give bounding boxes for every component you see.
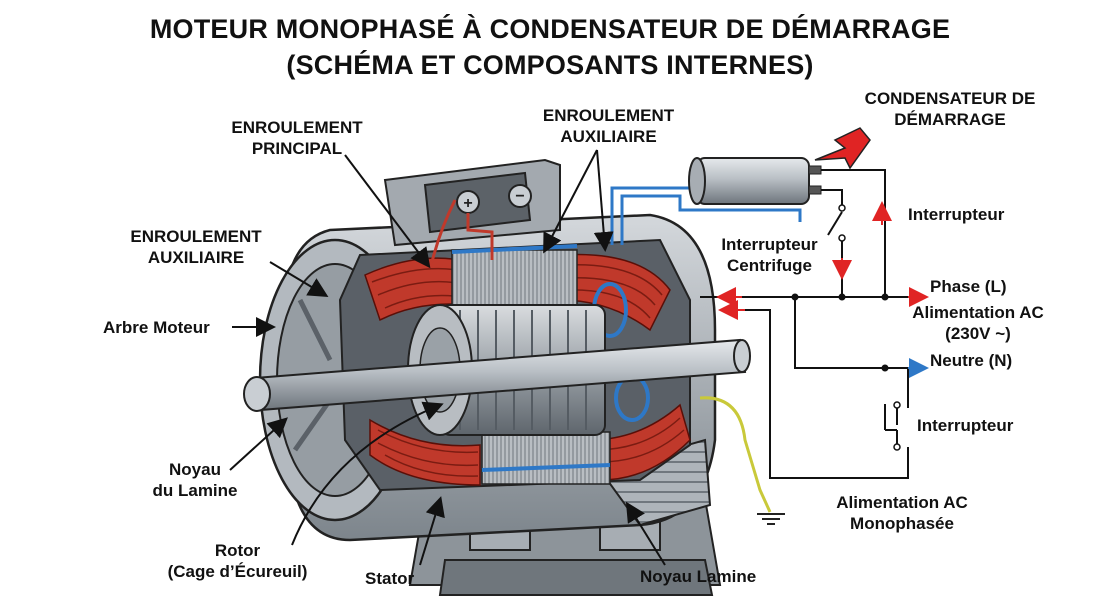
- label-interrupteur-bottom: Interrupteur: [917, 416, 1014, 435]
- leader-lines: [229, 149, 666, 566]
- label-interrupteur-top: Interrupteur: [908, 205, 1005, 224]
- label-stator: Stator: [365, 569, 415, 588]
- svg-text:−: −: [515, 188, 524, 205]
- label-enroulement-principal-l1: ENROULEMENT: [231, 118, 363, 137]
- title-line-2: (SCHÉMA ET COMPOSANTS INTERNES): [286, 50, 814, 80]
- svg-text:+: +: [463, 195, 472, 212]
- ground-wire: [699, 396, 772, 513]
- motor-shaft: [243, 338, 751, 412]
- label-enroulement-principal: ENROULEMENT PRINCIPAL: [222, 117, 372, 159]
- label-interrupteur-centrifuge: Interrupteur Centrifuge: [702, 234, 837, 276]
- ground-symbol-icon: [757, 513, 785, 525]
- label-enroulement-auxiliaire-top: ENROULEMENT AUXILIAIRE: [541, 105, 676, 147]
- label-enroulement-auxiliaire-left-l2: AUXILIAIRE: [147, 248, 245, 267]
- label-alimentation-ac-l2: (230V ~): [945, 324, 1011, 343]
- label-condensateur-l1: CONDENSATEUR DE: [864, 89, 1036, 108]
- label-enroulement-auxiliaire-left: ENROULEMENT AUXILIAIRE: [121, 226, 271, 268]
- label-arbre-moteur: Arbre Moteur: [103, 318, 210, 337]
- label-interrupteur-centrifuge-l2: Centrifuge: [727, 256, 812, 275]
- label-rotor-l2: (Cage d’Écureuil): [167, 562, 308, 581]
- label-condensateur: CONDENSATEUR DE DÉMARRAGE: [850, 88, 1050, 130]
- label-noyau-lamine-left-l2: du Lamine: [152, 481, 238, 500]
- label-enroulement-principal-l2: PRINCIPAL: [251, 139, 343, 158]
- label-rotor: Rotor (Cage d’Écureuil): [150, 540, 325, 582]
- title-line-1: MOTEUR MONOPHASÉ À CONDENSATEUR DE DÉMAR…: [149, 14, 951, 44]
- start-capacitor: [688, 157, 822, 205]
- circuit-wiring: [700, 169, 909, 479]
- label-alimentation-mono-l2: Monophasée: [850, 514, 954, 533]
- label-alimentation-mono: Alimentation AC Monophasée: [822, 492, 982, 534]
- label-enroulement-auxiliaire-top-l2: AUXILIAIRE: [560, 127, 657, 146]
- label-enroulement-auxiliaire-left-l1: ENROULEMENT: [130, 227, 262, 246]
- label-interrupteur-centrifuge-l1: Interrupteur: [721, 235, 818, 254]
- label-noyau-lamine-bottom: Noyau Lamine: [640, 567, 757, 586]
- label-condensateur-l2: DÉMARRAGE: [894, 110, 1006, 129]
- label-noyau-lamine-left-l1: Noyau: [169, 460, 221, 479]
- label-alimentation-mono-l1: Alimentation AC: [836, 493, 968, 512]
- label-phase: Phase (L): [930, 277, 1007, 296]
- capacitor-wires: [610, 186, 802, 245]
- label-noyau-lamine-left: Noyau du Lamine: [140, 459, 250, 501]
- terminal-box: + −: [383, 158, 561, 263]
- label-neutre: Neutre (N): [930, 351, 1013, 370]
- label-alimentation-ac-l1: Alimentation AC: [912, 303, 1044, 322]
- label-rotor-l1: Rotor: [214, 541, 261, 560]
- label-enroulement-auxiliaire-top-l1: ENROULEMENT: [542, 106, 675, 125]
- red-arrow-icon: [814, 127, 871, 170]
- label-alimentation-ac: Alimentation AC (230V ~): [898, 302, 1058, 344]
- minus-terminal-icon: [508, 184, 532, 208]
